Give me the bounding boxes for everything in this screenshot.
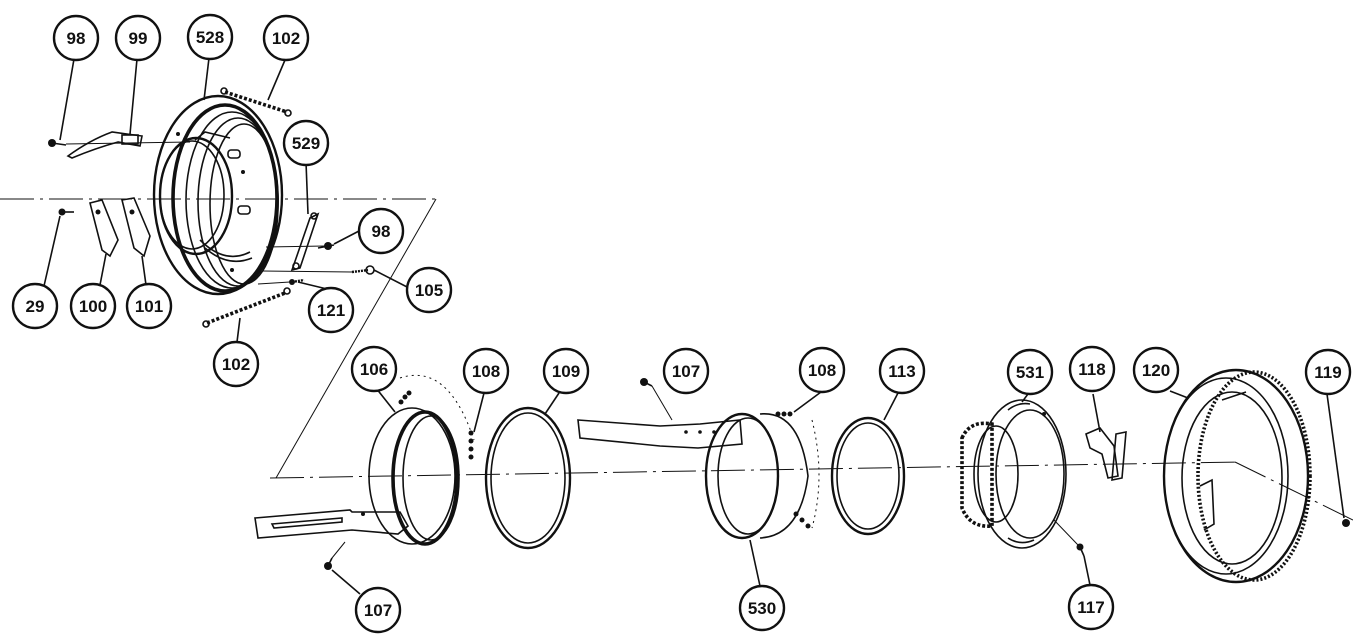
part-528-housing [152, 94, 284, 296]
svg-text:531: 531 [1016, 363, 1044, 382]
svg-text:107: 107 [364, 601, 392, 620]
callout-29: 29 [11, 282, 59, 330]
svg-text:530: 530 [748, 599, 776, 618]
assembly-leader-lines [65, 141, 353, 285]
svg-text:113: 113 [888, 362, 915, 381]
part-102-spring-bottom [202, 287, 291, 328]
callout-101: 101 [125, 282, 173, 330]
callout-108-right: 108 [798, 346, 846, 394]
svg-text:118: 118 [1078, 360, 1105, 379]
svg-text:98: 98 [372, 222, 391, 241]
svg-text:102: 102 [222, 355, 250, 374]
callout-117: 117 [1067, 583, 1115, 631]
callout-102-top: 102 [262, 14, 310, 62]
svg-text:98: 98 [67, 29, 86, 48]
svg-text:101: 101 [135, 297, 163, 316]
svg-text:29: 29 [26, 297, 45, 316]
part-98-screw-top [48, 139, 67, 147]
center-lines [0, 198, 1353, 521]
part-113-ring [830, 416, 906, 536]
part-118-bracket [1085, 427, 1127, 481]
callout-98-top: 98 [52, 14, 100, 62]
svg-text:108: 108 [472, 362, 500, 381]
callout-530: 530 [738, 584, 786, 632]
callout-531: 531 [1006, 348, 1054, 396]
part-100-plate [89, 199, 119, 258]
svg-text:119: 119 [1314, 363, 1341, 382]
callout-108-left: 108 [462, 347, 510, 395]
callout-118: 118 [1068, 345, 1116, 393]
callout-529: 529 [282, 119, 330, 167]
part-101-plate [121, 197, 151, 258]
callout-107-upper: 107 [662, 347, 710, 395]
svg-text:105: 105 [415, 281, 443, 300]
svg-text:109: 109 [552, 362, 580, 381]
part-121-screw [289, 278, 305, 285]
callout-99: 99 [114, 14, 162, 62]
svg-text:107: 107 [672, 362, 700, 381]
part-529-lever [290, 212, 320, 272]
callout-528: 528 [186, 13, 234, 61]
part-105-screw [351, 265, 375, 275]
part-102-spring-top [220, 87, 292, 117]
svg-text:100: 100 [79, 297, 107, 316]
part-29-screw [58, 208, 74, 216]
part-98-screw-right [317, 242, 335, 250]
part-109-ring [484, 406, 572, 550]
part-107-screw-lower [324, 541, 346, 570]
part-117-screw [1053, 519, 1085, 557]
callout-119: 119 [1304, 348, 1352, 396]
part-531-threaded-mount [960, 399, 1067, 549]
svg-text:106: 106 [360, 360, 388, 379]
callout-98-right: 98 [357, 207, 405, 255]
svg-text:108: 108 [808, 361, 836, 380]
callout-leaders [43, 57, 1345, 595]
svg-text:117: 117 [1077, 598, 1104, 617]
svg-text:528: 528 [196, 28, 224, 47]
part-106-ring-with-arm [254, 374, 475, 546]
part-119-screw [1342, 519, 1350, 527]
part-530-ring-with-arm [577, 411, 820, 540]
callout-105: 105 [405, 266, 453, 314]
callout-100: 100 [69, 282, 117, 330]
callout-113: 113 [878, 347, 926, 395]
callout-106: 106 [350, 345, 398, 393]
part-120-knurled-ring [1162, 368, 1312, 584]
part-107-screw-upper [640, 378, 673, 421]
svg-text:121: 121 [317, 301, 345, 320]
callout-102-bottom: 102 [212, 340, 260, 388]
svg-text:99: 99 [129, 29, 148, 48]
callout-109: 109 [542, 347, 590, 395]
callout-121: 121 [307, 286, 355, 334]
svg-text:529: 529 [292, 134, 320, 153]
part-99-leaf-spring [66, 131, 143, 159]
svg-text:102: 102 [272, 29, 300, 48]
callout-107-lower: 107 [354, 586, 402, 634]
svg-text:120: 120 [1142, 361, 1170, 380]
callout-120: 120 [1132, 346, 1180, 394]
